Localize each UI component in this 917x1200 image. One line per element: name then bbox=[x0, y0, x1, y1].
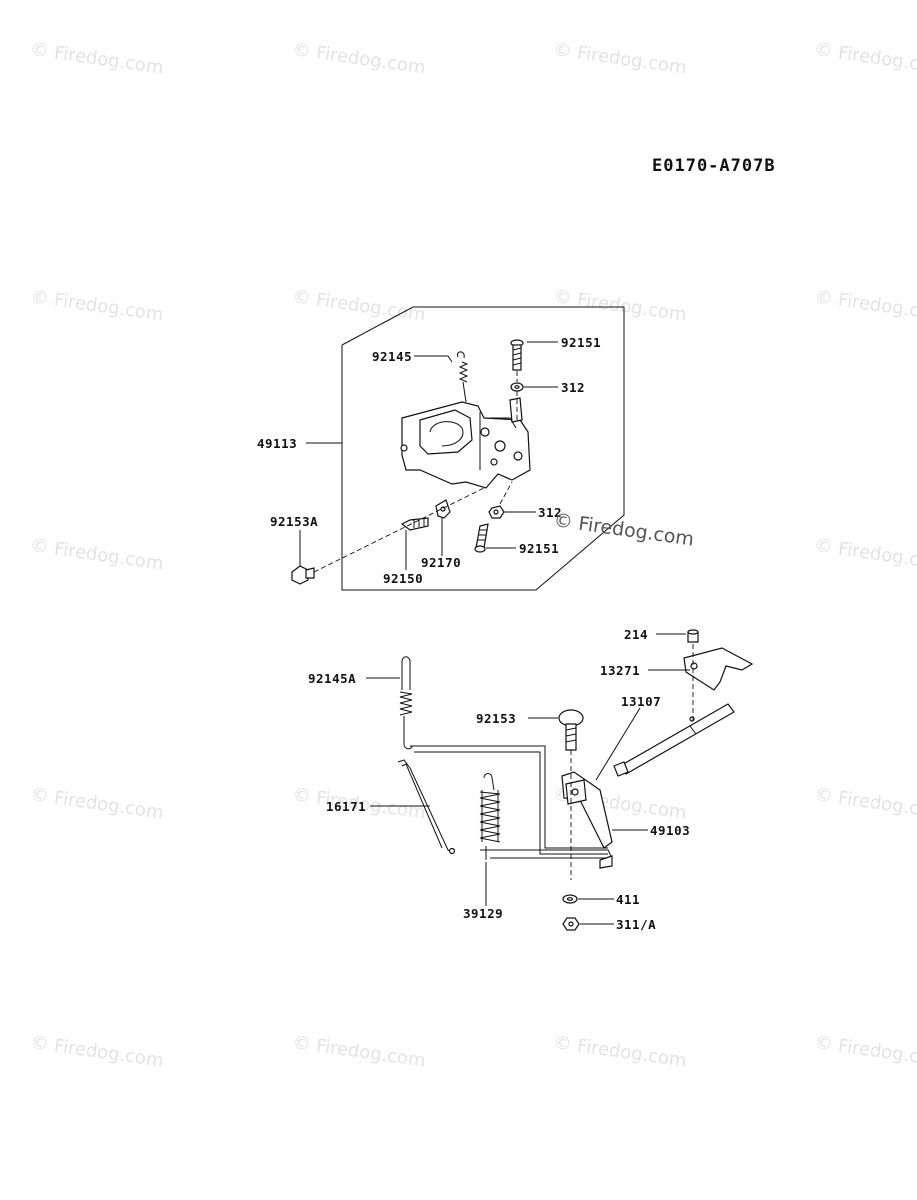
watermark: © Firedog.com bbox=[813, 784, 917, 823]
bolt-92151-top bbox=[510, 339, 524, 371]
part-label-13107: 13107 bbox=[621, 694, 661, 709]
part-label-92151: 92151 bbox=[561, 335, 601, 350]
part-label-411: 411 bbox=[616, 892, 640, 907]
part-label-92145A: 92145A bbox=[308, 671, 356, 686]
watermark: © Firedog.com bbox=[813, 39, 917, 78]
watermark: © Firedog.com bbox=[29, 39, 164, 78]
bolt-92151-lower bbox=[474, 523, 489, 553]
part-label-13271: 13271 bbox=[600, 663, 640, 678]
bolt-214 bbox=[687, 629, 699, 643]
washer-hole bbox=[514, 385, 520, 389]
watermark: © Firedog.com bbox=[813, 286, 917, 325]
spring-92145 bbox=[456, 351, 469, 403]
watermark: © Firedog.com bbox=[552, 1032, 687, 1071]
watermark: © Firedog.com bbox=[291, 1032, 426, 1071]
watermark: © Firedog.com bbox=[29, 784, 164, 823]
part-label-39129: 39129 bbox=[463, 906, 503, 921]
part-label-311A: 311/A bbox=[616, 917, 656, 932]
plate-13271 bbox=[683, 647, 754, 691]
watermark: © Firedog.com bbox=[29, 1032, 164, 1071]
brake-rod-edge bbox=[414, 751, 608, 855]
nut-311A bbox=[562, 917, 580, 931]
shaft-13107 bbox=[613, 703, 735, 777]
diagram-code: E0170-A707B bbox=[652, 156, 776, 176]
assembly-frame bbox=[341, 306, 625, 591]
part-label-312: 312 bbox=[561, 380, 585, 395]
part-label-92170: 92170 bbox=[421, 555, 461, 570]
part-label-92153A: 92153A bbox=[270, 514, 318, 529]
leader-92145 bbox=[414, 355, 453, 363]
bolt-92153 bbox=[558, 709, 584, 751]
brake-bar bbox=[480, 849, 613, 859]
nut-312-lower bbox=[488, 481, 513, 519]
bolt-92150 bbox=[400, 517, 429, 531]
part-label-49103: 49103 bbox=[650, 823, 690, 838]
part-label-49113: 49113 bbox=[257, 436, 297, 451]
watermark: © Firedog.com bbox=[291, 286, 426, 325]
washer-hole bbox=[566, 897, 574, 901]
rod-16171 bbox=[397, 759, 456, 855]
spring-39129 bbox=[479, 773, 501, 860]
leader-13107 bbox=[595, 707, 641, 781]
part-label-16171: 16171 bbox=[326, 799, 366, 814]
control-plate-49113 bbox=[400, 397, 531, 489]
watermark: © Firedog.com bbox=[813, 535, 917, 574]
part-label-92151: 92151 bbox=[519, 541, 559, 556]
watermark: © Firedog.com bbox=[29, 286, 164, 325]
brake-rod bbox=[410, 745, 608, 849]
watermark: © Firedog.com bbox=[552, 39, 687, 78]
watermark: © Firedog.com bbox=[29, 535, 164, 574]
part-label-92145: 92145 bbox=[372, 349, 412, 364]
watermark: © Firedog.com bbox=[291, 39, 426, 78]
bracket-92170 bbox=[435, 499, 451, 519]
part-label-312: 312 bbox=[538, 505, 562, 520]
lower-assembly: 214 13271 92145A 92153 13107 16171 49103… bbox=[308, 627, 754, 932]
spring-92145A bbox=[399, 656, 413, 750]
part-label-92153: 92153 bbox=[476, 711, 516, 726]
watermark: © Firedog.com bbox=[552, 286, 687, 325]
part-label-214: 214 bbox=[624, 627, 648, 642]
part-label-92150: 92150 bbox=[383, 571, 423, 586]
upper-assembly: 92145 92151 312 49113 92153A 312 92151 9… bbox=[257, 306, 695, 591]
bolt-92153A bbox=[291, 565, 315, 585]
watermark: © Firedog.com bbox=[813, 1032, 917, 1071]
